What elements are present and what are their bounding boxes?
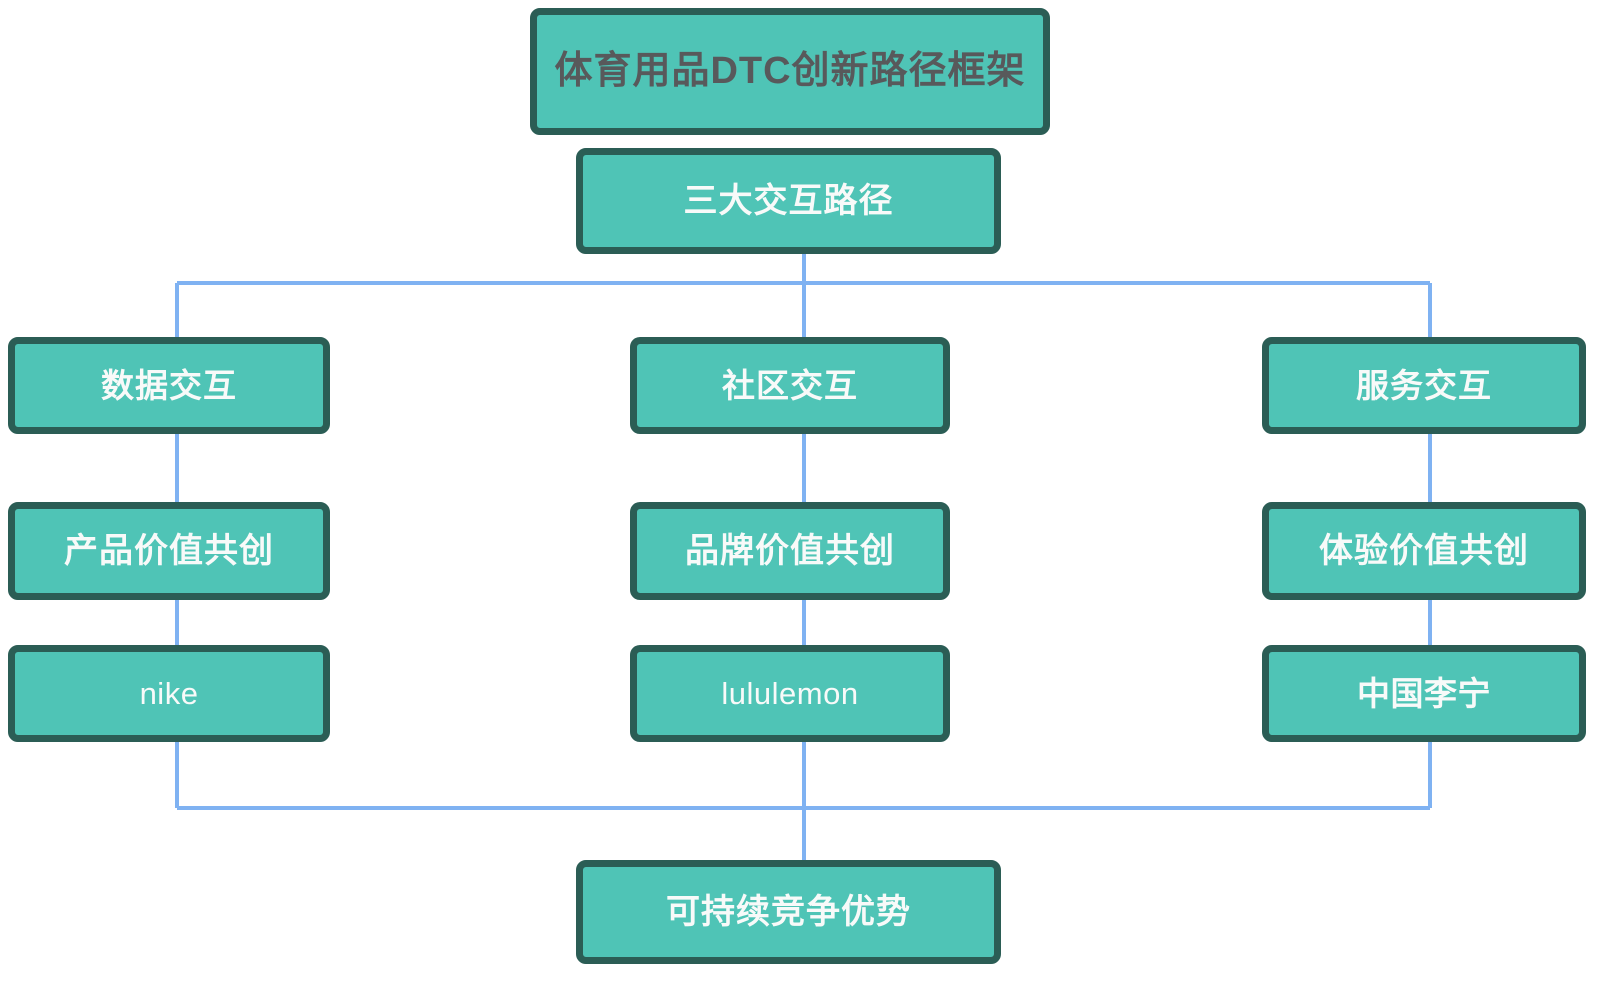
node-experience-value: 体验价值共创 [1262,502,1586,600]
service-interaction-label: 服务交互 [1356,366,1492,404]
product-value-label: 产品价值共创 [64,531,274,570]
node-product-value: 产品价值共创 [8,502,330,600]
community-interaction-label: 社区交互 [722,366,858,404]
data-interaction-label: 数据交互 [101,366,237,404]
node-data-interaction: 数据交互 [8,337,330,434]
case-nike-label: nike [139,675,199,711]
case-lining-label: 中国李宁 [1357,674,1491,712]
node-brand-value: 品牌价值共创 [630,502,950,600]
outcome-label: 可持续竞争优势 [666,892,911,931]
node-service-interaction: 服务交互 [1262,337,1586,434]
node-community-interaction: 社区交互 [630,337,950,434]
node-outcome: 可持续竞争优势 [576,860,1001,964]
node-case-nike: nike [8,645,330,742]
brand-value-label: 品牌价值共创 [685,531,895,570]
framework-title-label: 体育用品DTC创新路径框架 [554,49,1026,92]
node-case-lining: 中国李宁 [1262,645,1586,742]
case-lululemon-label: lululemon [721,675,859,711]
experience-value-label: 体验价值共创 [1319,531,1529,570]
node-three-paths: 三大交互路径 [576,148,1001,254]
node-case-lululemon: lululemon [630,645,950,742]
three-paths-label: 三大交互路径 [683,181,894,220]
node-framework-title: 体育用品DTC创新路径框架 [530,8,1050,135]
